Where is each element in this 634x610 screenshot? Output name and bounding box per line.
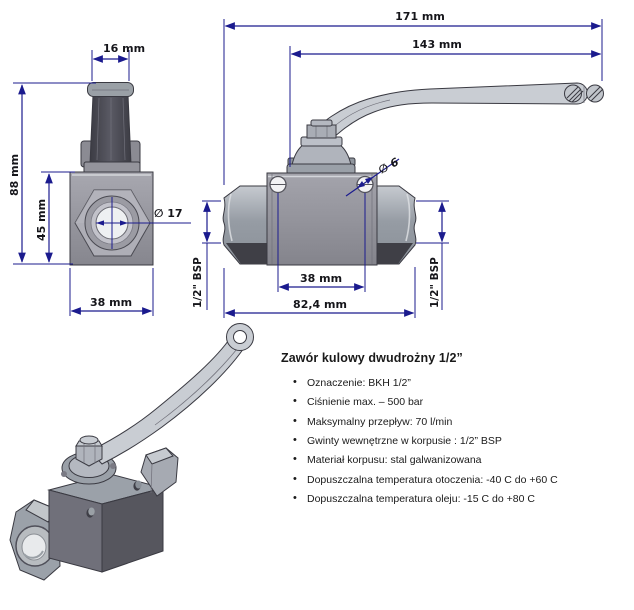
spec-item: Maksymalny przepływ: 70 l/min bbox=[293, 416, 626, 428]
thread-label-right: 1/2" BSP bbox=[429, 257, 441, 308]
dim-label-body-length: 82,4 mm bbox=[293, 298, 347, 311]
dim-label-body-width: 38 mm bbox=[90, 296, 132, 309]
spec-title: Zawór kulowy dwudrożny 1/2” bbox=[281, 351, 463, 365]
side-view: 171 mm 143 mm ∅ 6 38 mm 82,4 mm 1/2" BSP… bbox=[192, 10, 604, 318]
dim-label-knob-width: 16 mm bbox=[103, 42, 145, 55]
dim-label-hole: ∅ 6 bbox=[376, 155, 401, 176]
spec-item: Oznaczenie: BKH 1/2” bbox=[293, 377, 626, 389]
dim-label-handle-length: 143 mm bbox=[412, 38, 462, 51]
spec-block: Zawór kulowy dwudrożny 1/2” Oznaczenie: … bbox=[281, 351, 626, 513]
spec-item: Gwinty wewnętrzne w korpusie : 1/2” BSP bbox=[293, 435, 626, 447]
isometric-view bbox=[9, 323, 254, 581]
dim-label-bore-front: ∅ 17 bbox=[154, 207, 183, 220]
dim-label-body-height: 45 mm bbox=[35, 199, 48, 241]
spec-item: Dopuszczalna temperatura otoczenia: -40 … bbox=[293, 474, 626, 486]
dim-label-hole-spacing: 38 mm bbox=[300, 272, 342, 285]
dim-label-total-length: 171 mm bbox=[395, 10, 445, 23]
thread-label-left: 1/2" BSP bbox=[192, 257, 204, 308]
spec-list: Oznaczenie: BKH 1/2” Ciśnienie max. – 50… bbox=[281, 377, 626, 505]
dim-label-total-height: 88 mm bbox=[8, 154, 21, 196]
front-view: ∅ 17 16 mm 88 mm 45 mm 38 mm bbox=[8, 42, 191, 316]
spec-item: Ciśnienie max. – 500 bar bbox=[293, 396, 626, 408]
spec-item: Materiał korpusu: stal galwanizowana bbox=[293, 454, 626, 466]
spec-item: Dopuszczalna temperatura oleju: -15 C do… bbox=[293, 493, 626, 505]
